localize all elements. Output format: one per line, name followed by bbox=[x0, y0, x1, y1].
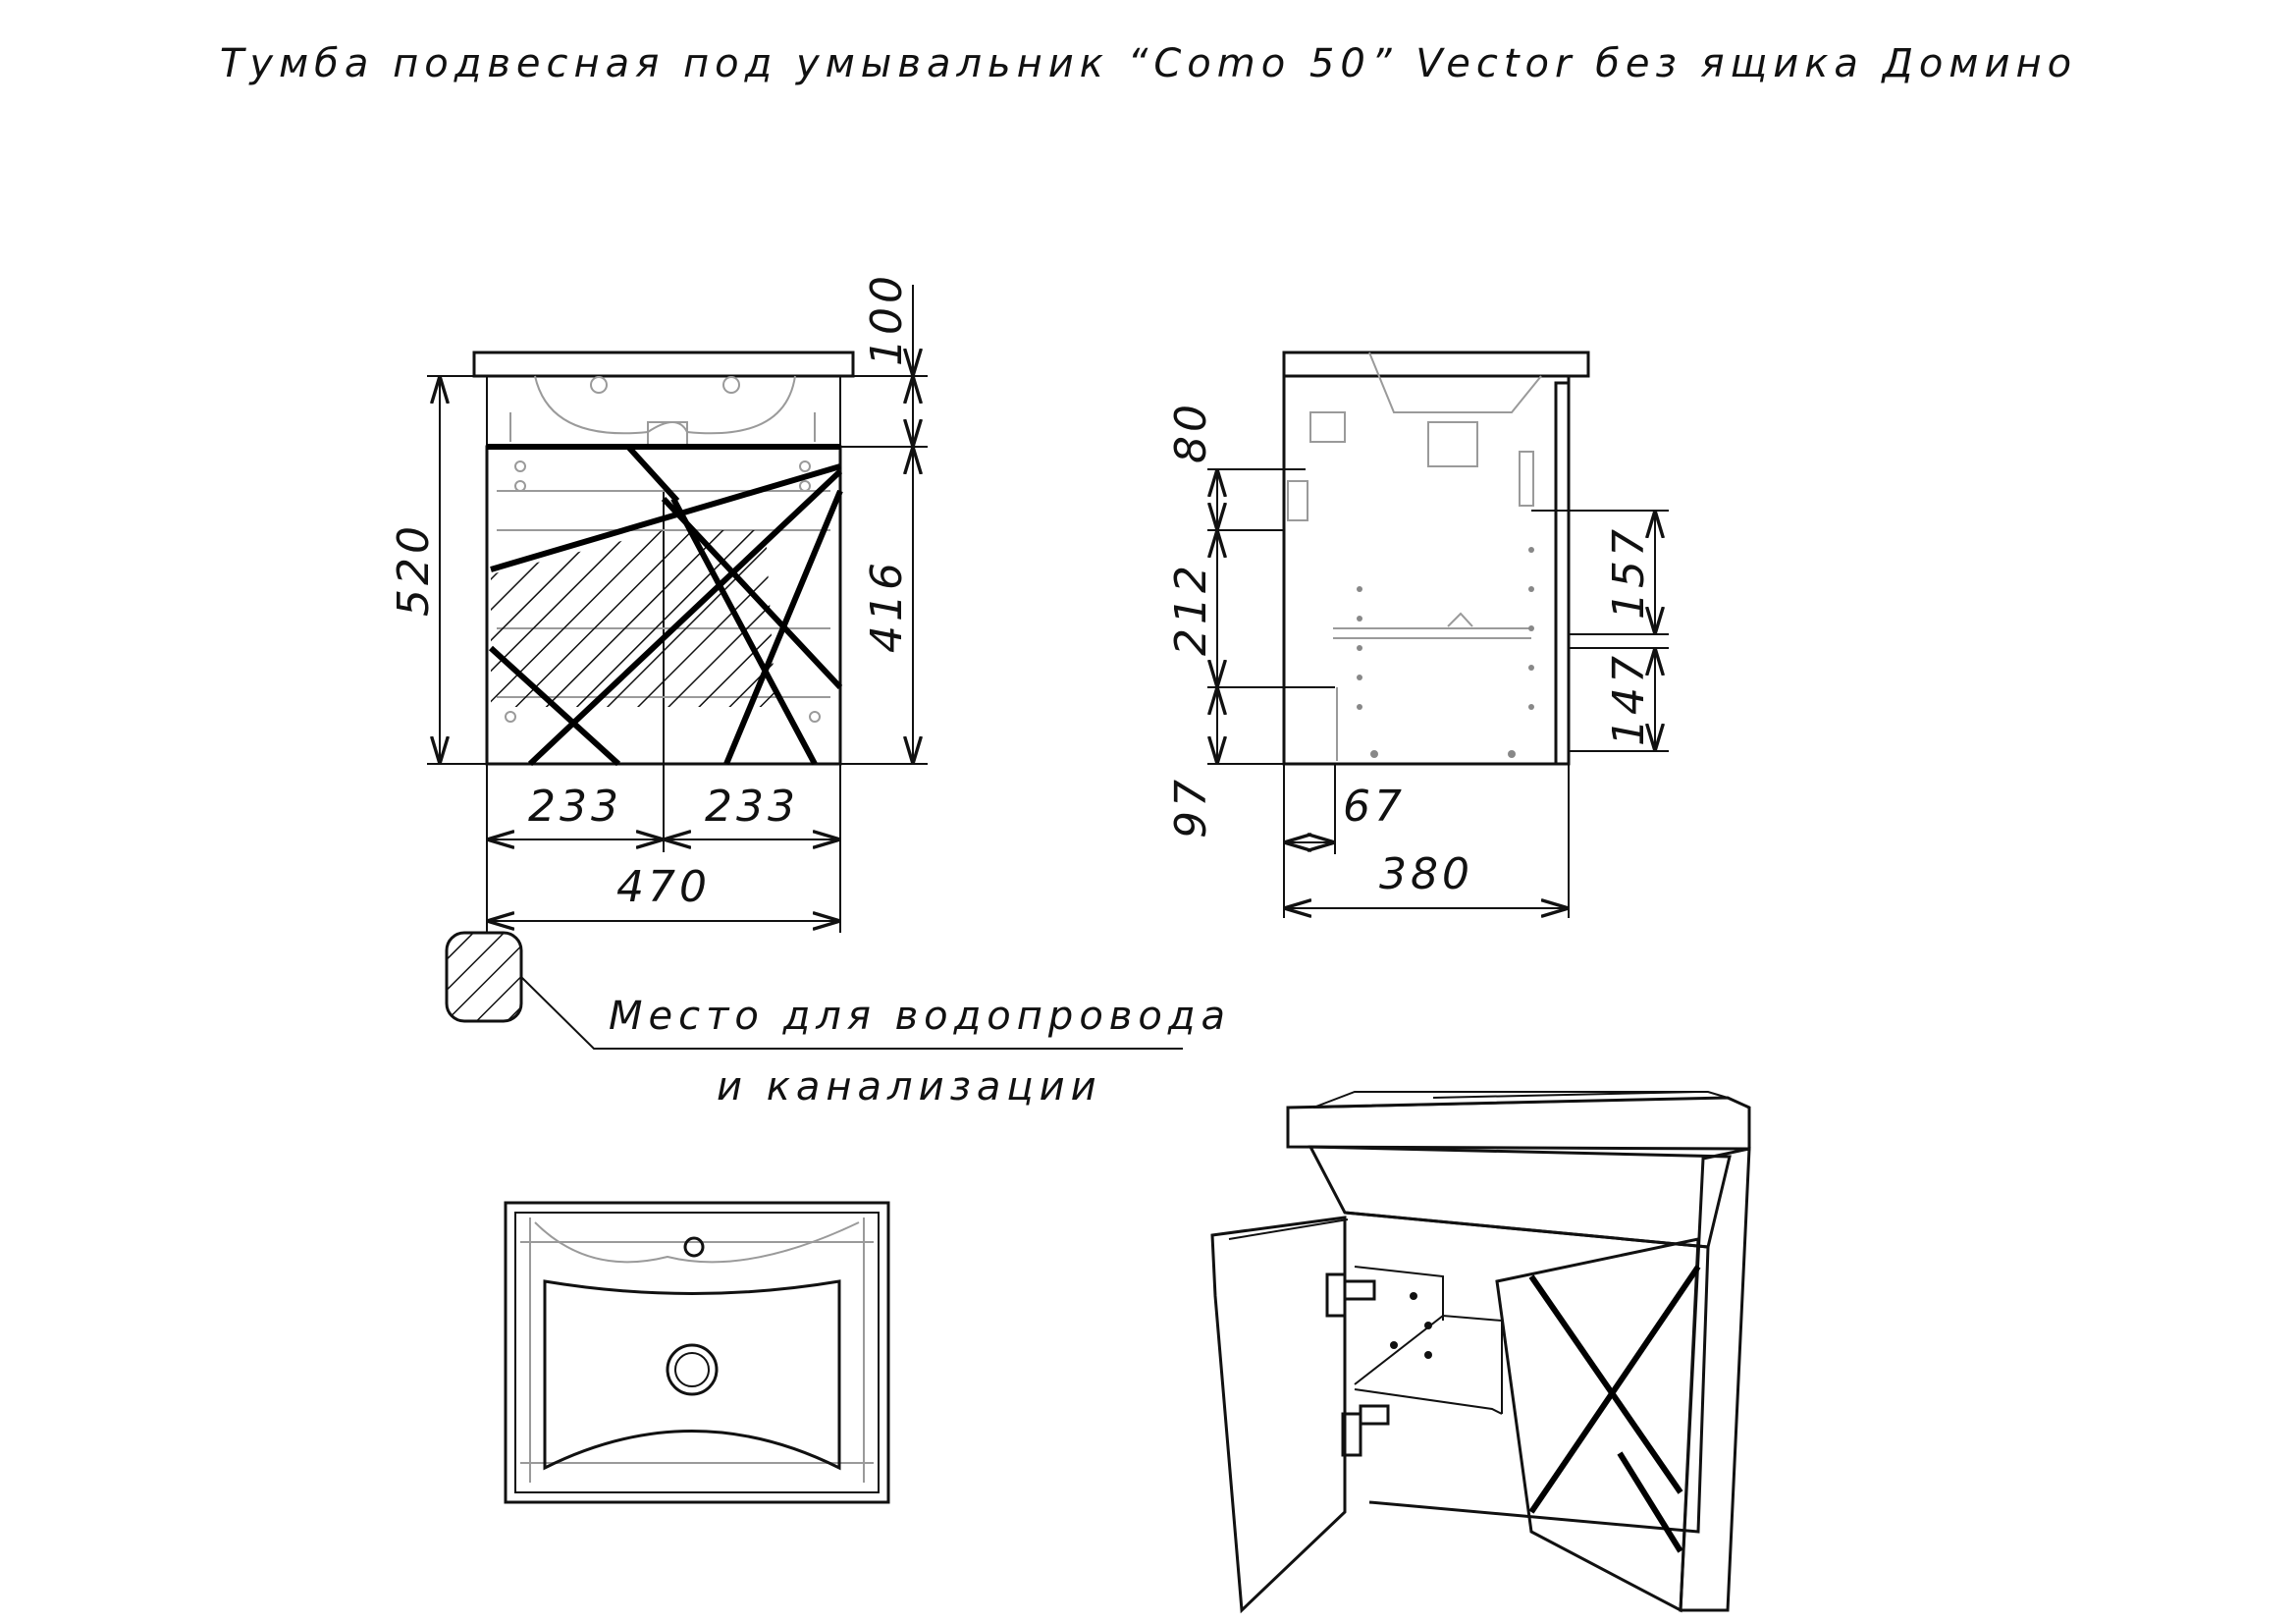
dim-side-212: 212 bbox=[1166, 562, 1216, 656]
legend-hatch-swatch bbox=[445, 931, 523, 1023]
dim-side-80: 80 bbox=[1166, 401, 1216, 463]
dim-side-147: 147 bbox=[1604, 652, 1654, 746]
door-decor-lines bbox=[488, 444, 843, 767]
top-view bbox=[504, 1201, 890, 1504]
side-sink-top bbox=[1282, 351, 1590, 378]
hinge-upper bbox=[1325, 1272, 1347, 1318]
dim-sink-height: 100 bbox=[862, 272, 912, 366]
dim-body-height: 416 bbox=[862, 559, 912, 653]
drain-outer bbox=[666, 1343, 719, 1396]
sink-top-slab bbox=[472, 351, 855, 378]
plumbing-zone-right bbox=[664, 530, 775, 707]
dim-side-97: 97 bbox=[1166, 776, 1216, 839]
drawing-title: Тумба подвесная под умывальник “Como 50”… bbox=[220, 41, 2077, 86]
dim-door-left-width: 233 bbox=[528, 782, 622, 832]
dim-side-157: 157 bbox=[1604, 525, 1654, 620]
front-view: 100 416 520 233 233 470 bbox=[389, 272, 928, 933]
legend: Место для водопровода и канализации bbox=[445, 931, 1231, 1109]
side-door-edge bbox=[1554, 381, 1571, 766]
isometric-view bbox=[1210, 1091, 1751, 1614]
iso-left-door bbox=[1210, 1216, 1347, 1614]
drain-inner bbox=[674, 1352, 710, 1387]
legend-line1: Место для водопровода bbox=[609, 994, 1231, 1039]
dim-total-height: 520 bbox=[389, 522, 439, 617]
basin-outline bbox=[543, 1279, 841, 1471]
legend-line2: и канализации bbox=[717, 1064, 1102, 1109]
plumbing-zone-left bbox=[491, 530, 664, 707]
dim-total-width: 470 bbox=[616, 862, 711, 912]
side-body bbox=[1282, 374, 1571, 766]
iso-right-door bbox=[1495, 1237, 1700, 1613]
dim-door-right-width: 233 bbox=[705, 782, 799, 832]
legend-leader-line bbox=[520, 976, 1183, 1050]
hinge-lower bbox=[1341, 1412, 1362, 1457]
dim-side-depth: 380 bbox=[1379, 849, 1473, 899]
side-view: 80 212 97 157 147 67 380 bbox=[1166, 351, 1669, 918]
top-outline bbox=[504, 1201, 890, 1504]
iso-door-decor bbox=[1528, 1265, 1701, 1553]
dim-side-67: 67 bbox=[1343, 782, 1406, 832]
